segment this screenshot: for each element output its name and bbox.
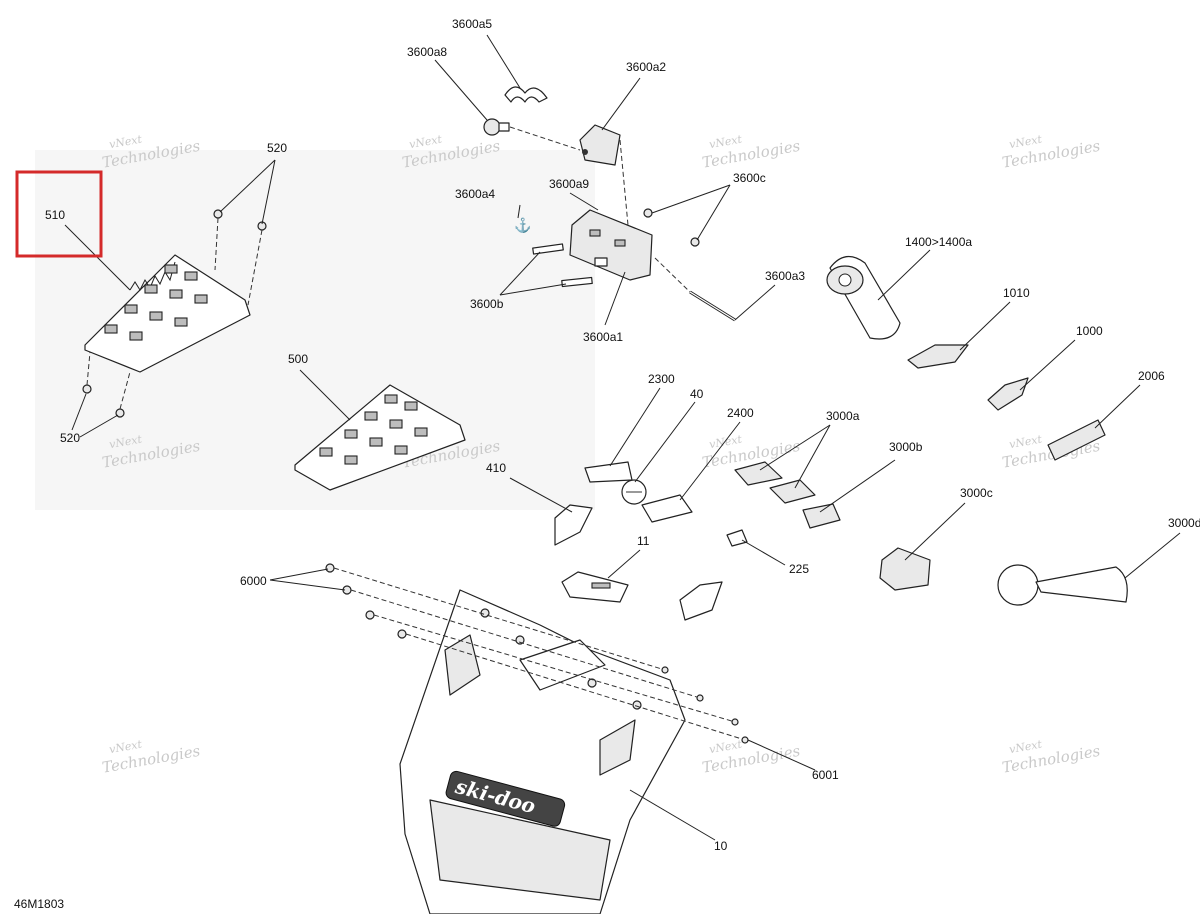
callout-510[interactable]: 510 bbox=[45, 208, 65, 222]
knob-3600a8[interactable] bbox=[483, 118, 510, 136]
callout-3600b[interactable]: 3600b bbox=[470, 297, 504, 311]
callout-1010[interactable]: 1010 bbox=[1003, 286, 1030, 300]
callout-3600a2[interactable]: 3600a2 bbox=[626, 60, 666, 74]
clip-225[interactable] bbox=[726, 529, 748, 547]
callout-11[interactable]: 11 bbox=[637, 534, 650, 548]
svg-text:vNext: vNext bbox=[108, 433, 143, 452]
roll-1400[interactable] bbox=[826, 256, 901, 340]
callout-6001[interactable]: 6001 bbox=[812, 768, 839, 782]
decal-40[interactable] bbox=[621, 479, 647, 505]
callout-1000[interactable]: 1000 bbox=[1076, 324, 1103, 338]
plate-2006[interactable] bbox=[1047, 419, 1106, 461]
callout-40[interactable]: 40 bbox=[690, 387, 704, 401]
watermark-9: vNext Technologies bbox=[101, 738, 202, 777]
plate-3600a9[interactable] bbox=[569, 209, 653, 281]
callout-3000b[interactable]: 3000b bbox=[889, 440, 923, 454]
svg-text:vNext: vNext bbox=[708, 133, 743, 152]
decal-2400[interactable] bbox=[641, 494, 693, 523]
mirror-3000d[interactable] bbox=[997, 564, 1128, 606]
watermark-7: vNext Technologies bbox=[701, 433, 802, 472]
svg-text:vNext: vNext bbox=[108, 738, 143, 757]
callout-410[interactable]: 410 bbox=[486, 461, 506, 475]
callout-3600a9[interactable]: 3600a9 bbox=[549, 177, 589, 191]
svg-text:vNext: vNext bbox=[1008, 738, 1043, 757]
bracket-3600a2[interactable] bbox=[579, 124, 621, 166]
decal-1000[interactable] bbox=[987, 377, 1029, 411]
callout-520-bottom[interactable]: 520 bbox=[60, 431, 80, 445]
watermark-4: vNext Technologies bbox=[1001, 133, 1102, 172]
badge-11[interactable] bbox=[561, 571, 629, 603]
callout-6000[interactable]: 6000 bbox=[240, 574, 267, 588]
callout-225[interactable]: 225 bbox=[789, 562, 809, 576]
bracket-3000c[interactable] bbox=[879, 547, 931, 591]
callout-3600a4[interactable]: 3600a4 bbox=[455, 187, 495, 201]
callout-500[interactable]: 500 bbox=[288, 352, 308, 366]
callout-3000c[interactable]: 3000c bbox=[960, 486, 993, 500]
decal-3000b[interactable] bbox=[802, 503, 841, 529]
callout-2400[interactable]: 2400 bbox=[727, 406, 754, 420]
decal-3000a[interactable] bbox=[734, 461, 816, 504]
screw-6000[interactable] bbox=[325, 563, 407, 639]
callout-3600c[interactable]: 3600c bbox=[733, 171, 766, 185]
watermark-11: vNext Technologies bbox=[701, 738, 802, 777]
callout-1400[interactable]: 1400>1400a bbox=[905, 235, 972, 249]
callout-3000d[interactable]: 3000d bbox=[1168, 516, 1200, 530]
rod-3600a3[interactable] bbox=[689, 290, 736, 322]
svg-text:vNext: vNext bbox=[708, 738, 743, 757]
decal-loose[interactable] bbox=[679, 581, 723, 621]
decal-410[interactable] bbox=[554, 504, 593, 546]
hood-10[interactable]: ski-doo bbox=[399, 589, 686, 914]
callout-labels: 3600a5 3600a8 3600a2 3600a4 3600a9 3600c… bbox=[45, 17, 1200, 853]
footrest-500[interactable] bbox=[294, 384, 466, 491]
svg-text:vNext: vNext bbox=[1008, 133, 1043, 152]
callout-520-top[interactable]: 520 bbox=[267, 141, 287, 155]
pin-3600b[interactable] bbox=[532, 243, 593, 288]
decal-1010[interactable] bbox=[907, 344, 969, 369]
svg-text:⚓: ⚓ bbox=[514, 217, 531, 234]
leader-lines bbox=[64, 34, 1181, 841]
screw-6001[interactable] bbox=[661, 666, 749, 744]
callout-3600a5[interactable]: 3600a5 bbox=[452, 17, 492, 31]
watermark-12: vNext Technologies bbox=[1001, 738, 1102, 777]
svg-text:vNext: vNext bbox=[708, 433, 743, 452]
svg-text:vNext: vNext bbox=[408, 133, 443, 152]
highlight-box bbox=[15, 170, 103, 258]
callout-3600a3[interactable]: 3600a3 bbox=[765, 269, 805, 283]
callout-3600a1[interactable]: 3600a1 bbox=[583, 330, 623, 344]
callout-10[interactable]: 10 bbox=[714, 839, 728, 853]
nut-520-bottom[interactable] bbox=[82, 384, 125, 418]
svg-text:vNext: vNext bbox=[108, 133, 143, 152]
clip-3600a5[interactable] bbox=[504, 86, 548, 103]
diagram-code: 46M1803 bbox=[14, 897, 64, 911]
callout-3000a[interactable]: 3000a bbox=[826, 409, 860, 423]
anchor-3600a4[interactable]: ⚓ bbox=[514, 217, 531, 234]
callout-2006[interactable]: 2006 bbox=[1138, 369, 1165, 383]
callout-2300[interactable]: 2300 bbox=[648, 372, 675, 386]
svg-text:vNext: vNext bbox=[1008, 433, 1043, 452]
watermark-3: vNext Technologies bbox=[701, 133, 802, 172]
footrest-510[interactable] bbox=[84, 254, 251, 373]
callout-3600a8[interactable]: 3600a8 bbox=[407, 45, 447, 59]
